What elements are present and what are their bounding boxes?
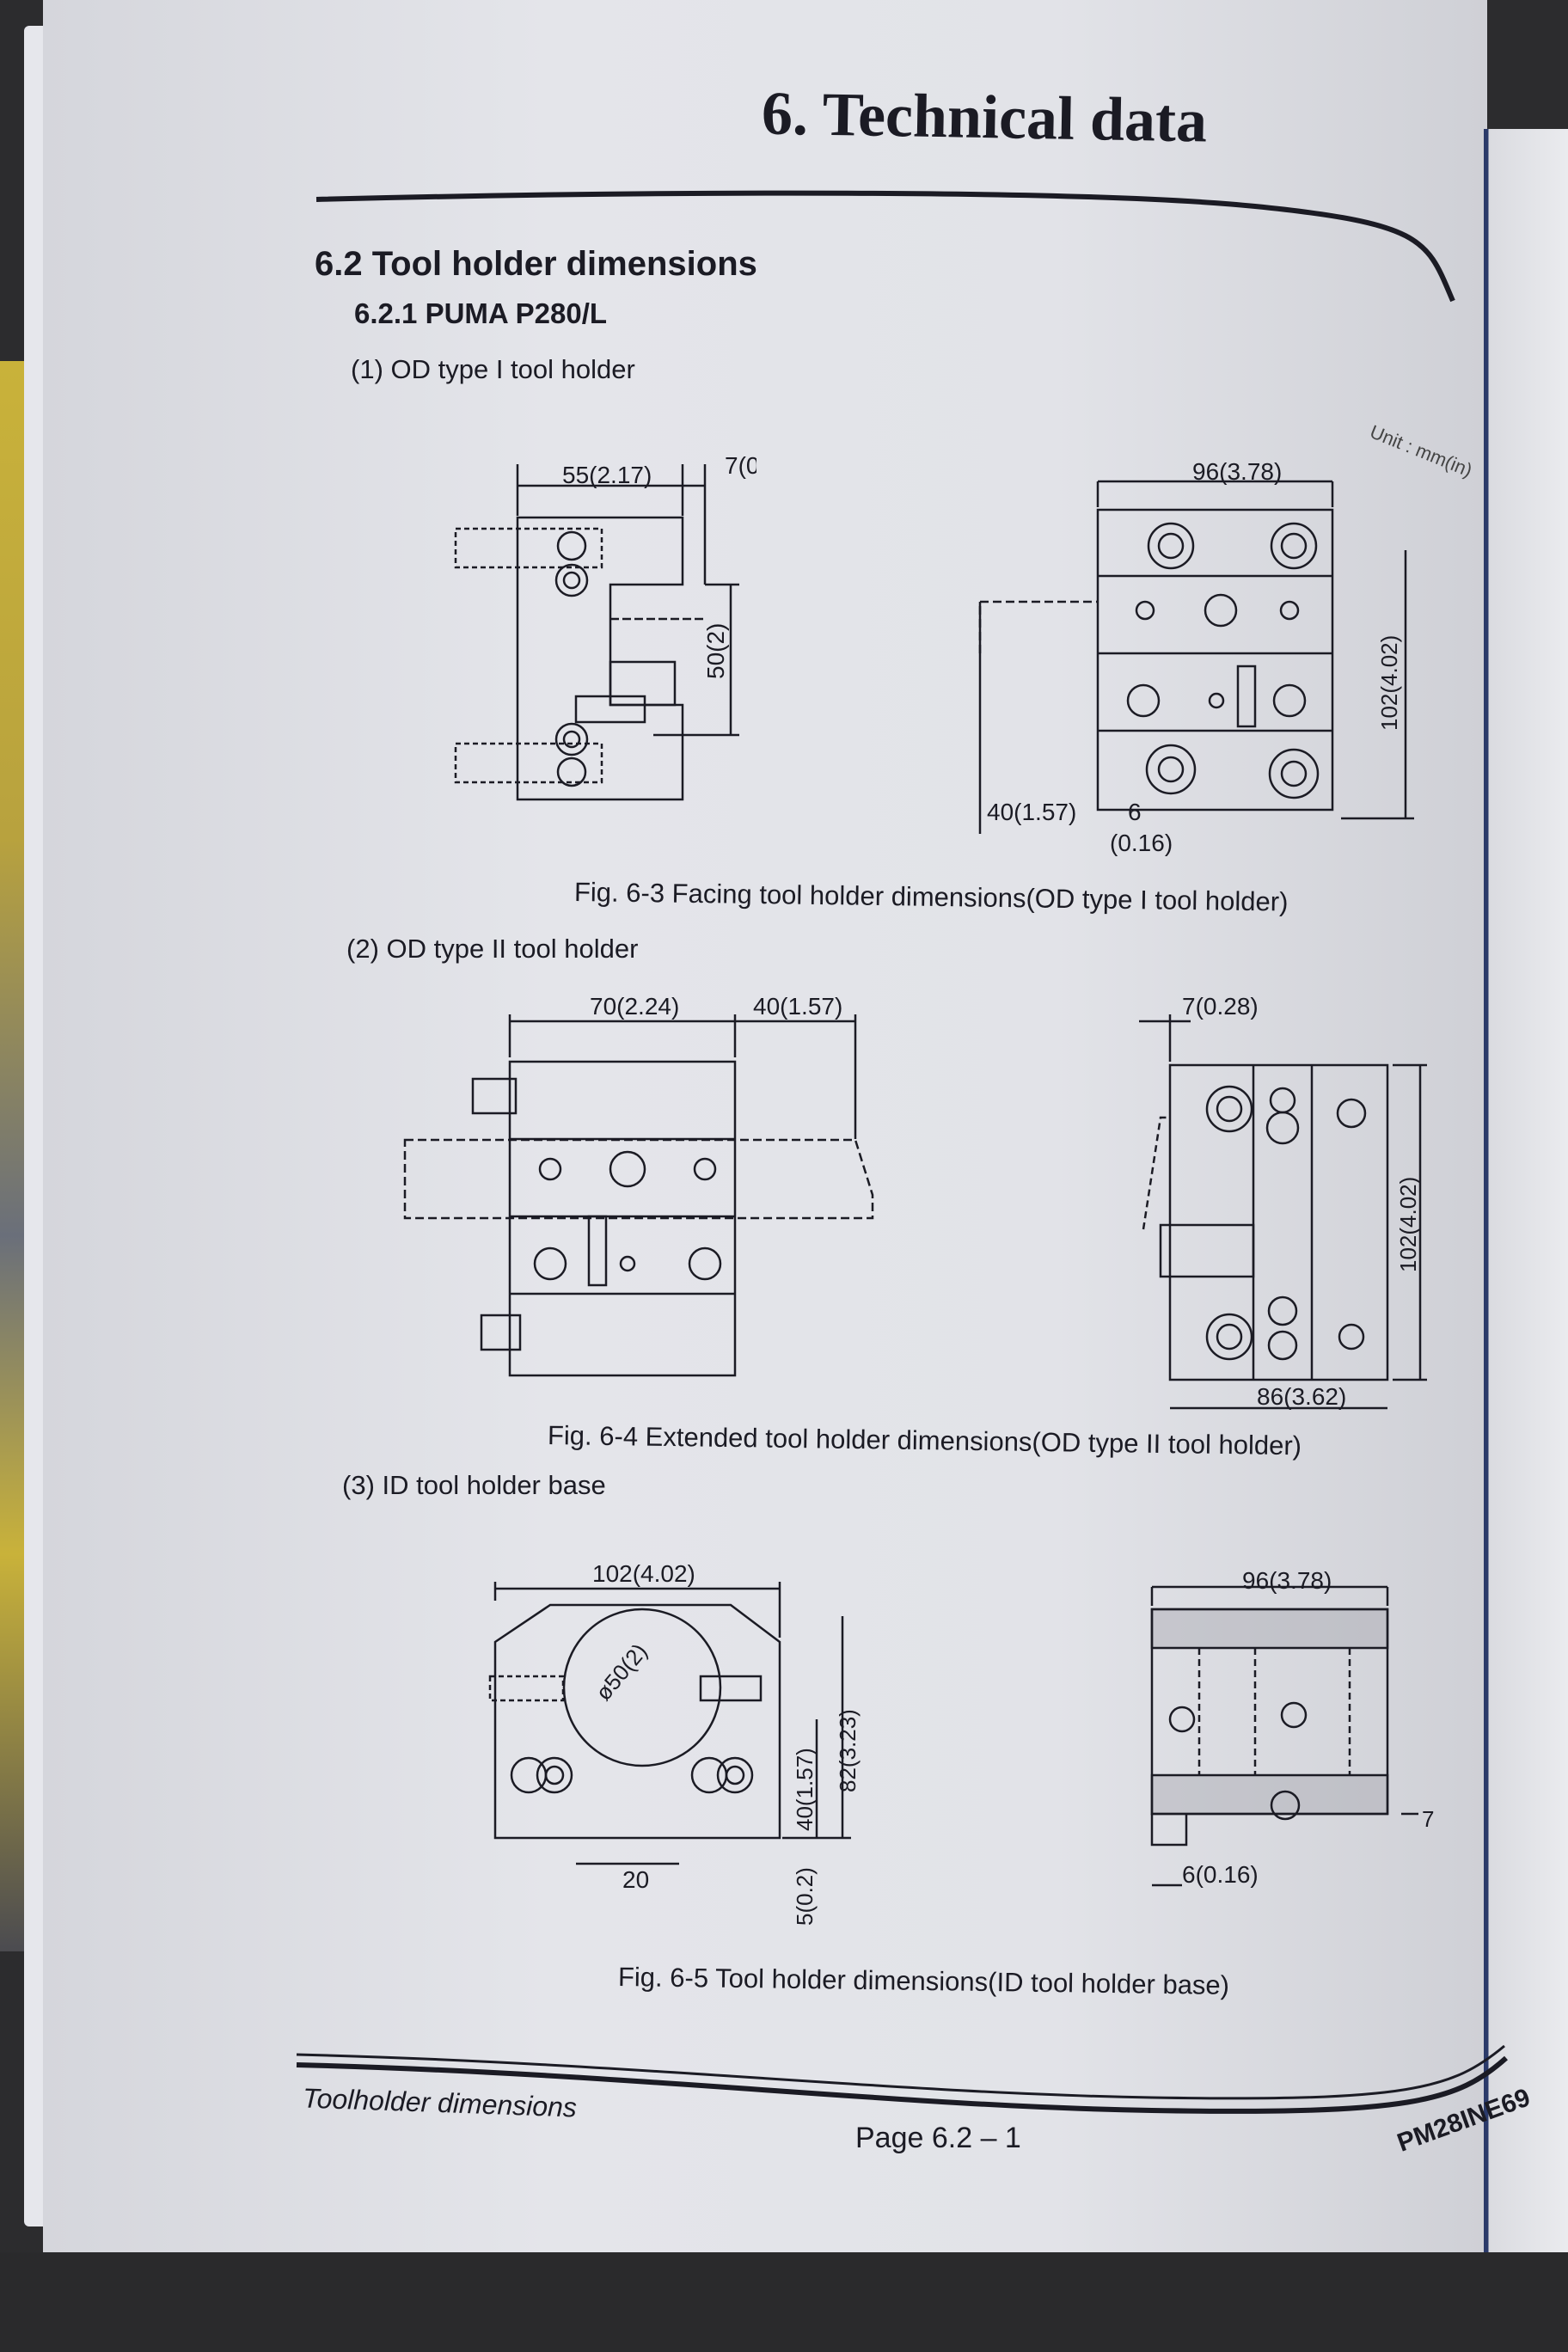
- fig1-right-width-dim: 96(3.78): [1192, 458, 1282, 485]
- fig2-right-drawing: 7(0.28) 102(4.02) 86(3.62): [1139, 993, 1427, 1410]
- fig3-right-step-dim: 6(0.16): [1182, 1861, 1259, 1888]
- fig2-heading: (2) OD type II tool holder: [346, 934, 639, 964]
- header-rule: [315, 190, 1455, 303]
- fig3-right-width-dim: 96(3.78): [1242, 1567, 1332, 1594]
- chapter-title: 6. Technical data: [761, 78, 1208, 156]
- document-page: [43, 0, 1487, 2287]
- fig1-right-offset-dim: 40(1.57): [987, 799, 1076, 825]
- fig1-left-offset-dim: 7(0.28): [725, 452, 756, 479]
- fig3-left-width-dim: 102(4.02): [592, 1560, 695, 1587]
- fig2-left-width-dim: 70(2.24): [590, 993, 679, 1020]
- fig1-left-drawing: 55(2.17) 7(0.28) 50(2): [454, 452, 756, 801]
- fig2-left-drawing: 70(2.24) 40(1.57): [403, 993, 874, 1377]
- fig3-left-center-height-dim: 40(1.57): [792, 1748, 818, 1831]
- fig2-left-extension-dim: 40(1.57): [753, 993, 842, 1020]
- footer-page-number: Page 6.2 – 1: [855, 2122, 1021, 2154]
- fig3-left-pitch-dim: 20: [622, 1866, 649, 1893]
- fig1-right-drawing: 96(3.78) 102(4.02) 40(1.57) 6 (0.16): [978, 458, 1414, 856]
- fig3-right-lip-dim: 7: [1422, 1806, 1434, 1832]
- fig3-left-bore-dim: ø50(2): [591, 1638, 652, 1706]
- fig2-right-width-dim: 86(3.62): [1257, 1383, 1346, 1410]
- fig1-right-height-dim: 102(4.02): [1376, 635, 1402, 731]
- fig2-right-height-dim: 102(4.02): [1395, 1177, 1421, 1272]
- fig2-right-offset-dim: 7(0.28): [1182, 993, 1259, 1020]
- footer-rule: [296, 2044, 1508, 2114]
- fig1-right-gap-dim: 6: [1128, 799, 1142, 825]
- fig1-heading: (1) OD type I tool holder: [351, 354, 635, 384]
- fig3-right-drawing: 96(3.78) 6(0.16) 7: [1150, 1567, 1434, 1888]
- fig1-left-width-dim: 55(2.17): [562, 462, 652, 488]
- fig3-heading: (3) ID tool holder base: [342, 1470, 606, 1500]
- section-title: 6.2 Tool holder dimensions: [315, 245, 757, 283]
- facing-page: [1484, 129, 1568, 2278]
- fig3-left-base-dim: 5(0.2): [792, 1867, 818, 1926]
- fig1-right-gap-inch: (0.16): [1110, 830, 1173, 856]
- fig3-left-height-dim: 82(3.23): [835, 1709, 861, 1792]
- fig3-left-drawing: 102(4.02) ø50(2) 40(1.57) 82(3.23) 20 5(…: [488, 1560, 861, 1926]
- fig1-left-height-dim: 50(2): [702, 623, 729, 679]
- table-surface: [0, 2252, 1568, 2352]
- subsection-title: 6.2.1 PUMA P280/L: [354, 297, 608, 329]
